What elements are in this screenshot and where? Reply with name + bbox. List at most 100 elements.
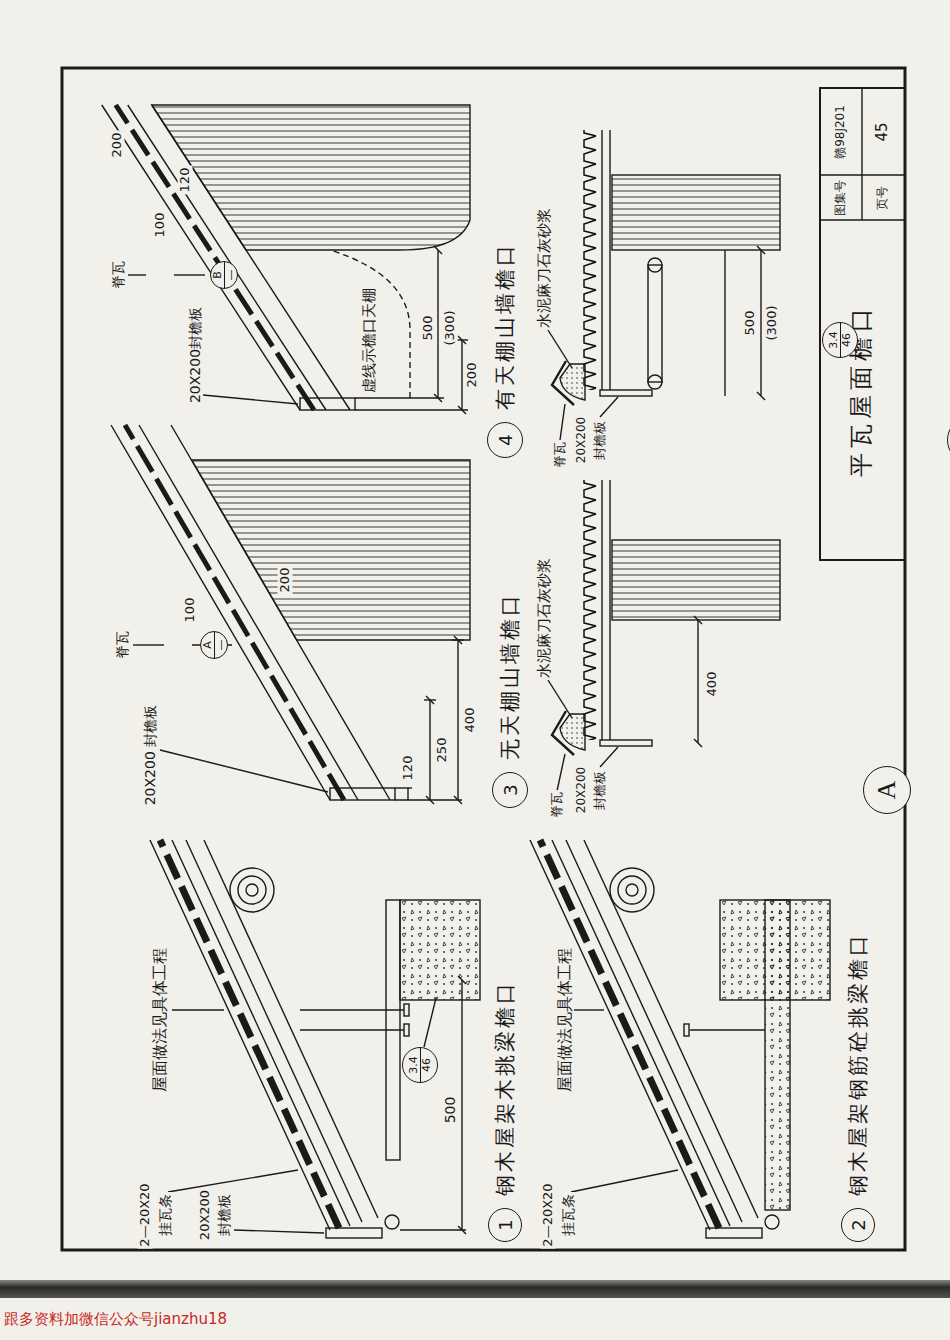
- section-b-drawing-part: [437, 250, 438, 398]
- detail-3-drawing-part: [557, 754, 565, 791]
- watermark-holder: 跟多资料加微信公众号jianzhu18: [4, 1310, 227, 1329]
- drawing-label: 脊瓦: [114, 629, 130, 661]
- detail-1-drawing-part: [400, 900, 480, 1000]
- detail-2-drawing-part: [530, 840, 710, 1230]
- detail-1-drawing-part: [234, 1230, 324, 1233]
- section-b-drawing-part: [128, 274, 146, 275]
- index-text: —: [215, 640, 226, 651]
- detail-1-drawing-part: [385, 1215, 399, 1229]
- section-b-drawing-part: [330, 250, 410, 398]
- drawing-label: 2—20X20: [138, 1181, 153, 1248]
- detail-1-drawing-part: [238, 876, 266, 904]
- detail-2-drawing-part: [706, 1228, 762, 1238]
- detail-2-drawing-part: [610, 868, 654, 912]
- detail-heading: 钢木屋架钢筋砼挑梁檐口: [846, 930, 870, 1198]
- detail-4-drawing-part: [757, 246, 765, 254]
- index-text: 46: [421, 1058, 432, 1072]
- sheet-frame: [62, 68, 905, 1250]
- detail-1-drawing-part: [186, 840, 362, 1222]
- drawing-label: 20X200: [198, 1188, 213, 1242]
- detail-1-drawing-part: [204, 840, 378, 1218]
- section-a-drawing-part: [426, 796, 434, 804]
- drawing-label: 水泥麻刀石灰砂浆: [536, 556, 553, 680]
- detail-1-drawing-part: [461, 980, 462, 1230]
- detail-3-drawing-part: [694, 739, 702, 747]
- drawing-label: 500: [743, 309, 758, 338]
- detail-1-drawing-part: [300, 1029, 404, 1030]
- index-text: —: [225, 270, 236, 281]
- detail-2-drawing-part: [552, 840, 730, 1226]
- drawing-label: 图集号: [834, 178, 848, 218]
- detail-4-drawing-part: [648, 265, 662, 382]
- section-b-drawing-part: [355, 397, 444, 398]
- detail-heading: 钢木屋架木挑梁檐口: [493, 978, 517, 1198]
- drawing-label: 脊瓦: [110, 259, 126, 291]
- detail-4-drawing-part: [600, 397, 618, 417]
- drawing-label: 200: [278, 566, 293, 595]
- detail-1-drawing-part: [230, 868, 274, 912]
- detail-1-drawing-part: [404, 1024, 409, 1036]
- detail-1-drawing-part: [172, 1009, 224, 1010]
- detail-3-drawing-part: [600, 740, 652, 746]
- detail-4-drawing-part: [724, 250, 725, 396]
- detail-number-circle: 1: [488, 1208, 522, 1242]
- detail-4-drawing: [548, 130, 780, 440]
- section-b-drawing: [102, 105, 470, 414]
- index-circle: 3.446: [822, 322, 858, 358]
- section-a-drawing: [111, 425, 470, 804]
- detail-2-drawing-part: [566, 840, 742, 1222]
- section-a-drawing-part: [426, 696, 434, 704]
- section-a-drawing-part: [395, 787, 412, 788]
- title-block-part: [861, 88, 862, 220]
- drawing-label: 挂瓦条: [157, 1192, 173, 1238]
- detail-4-drawing-part: [560, 404, 565, 440]
- detail-4-drawing-part: [552, 361, 574, 405]
- detail-4-drawing-part: [609, 130, 610, 390]
- detail-1-drawing-part: [150, 840, 330, 1230]
- detail-2-drawing-part: [690, 1029, 765, 1030]
- index-text: A: [202, 641, 213, 649]
- section-b-drawing-part: [152, 105, 470, 250]
- detail-1-drawing-part: [400, 1229, 466, 1230]
- drawing-label: 赣98J201: [834, 103, 848, 161]
- section-b-drawing-part: [458, 336, 466, 344]
- detail-2-drawing-part: [540, 840, 719, 1228]
- detail-title: 3 无天棚山墙檐口: [492, 590, 528, 808]
- detail-number-circle: 3: [492, 772, 528, 808]
- section-a-drawing-part: [454, 636, 462, 644]
- drawing-label: 封檐板: [216, 1192, 232, 1238]
- detail-title: 4有天棚山墙檐口: [487, 240, 523, 458]
- detail-3-drawing-part: [600, 747, 618, 767]
- detail-1-drawing-part: [172, 840, 350, 1226]
- section-a-drawing-part: [395, 799, 462, 800]
- detail-heading: 有天棚山墙檐口: [493, 240, 517, 412]
- section-b-drawing-part: [174, 274, 205, 275]
- detail-heading: 无天棚山墙檐口: [498, 590, 522, 762]
- drawing-label: (300): [443, 309, 458, 348]
- drawing-label: 水泥麻刀石灰砂浆: [536, 206, 553, 330]
- detail-2-drawing-part: [720, 900, 830, 1000]
- drawing-label: 400: [705, 670, 720, 699]
- index-text: 3.4: [828, 331, 839, 349]
- detail-3-drawing-part: [694, 616, 702, 624]
- drawing-label: 封檐板: [593, 769, 608, 812]
- view-letter: A: [872, 781, 902, 800]
- detail-4-drawing-part: [648, 258, 662, 272]
- detail-1-drawing: [150, 840, 480, 1238]
- detail-1-drawing-part: [424, 998, 436, 1047]
- drawing-label: 200: [465, 361, 480, 390]
- drawing-label: 100: [153, 211, 168, 240]
- detail-1-drawing-part: [326, 1228, 382, 1238]
- detail-2-drawing-part: [574, 1009, 604, 1010]
- detail-4-drawing-part: [548, 330, 572, 368]
- detail-4-drawing-part: [612, 175, 780, 250]
- section-b-drawing-part: [300, 398, 355, 410]
- drawing-label: 屋面做法见具体工程: [556, 946, 574, 1094]
- watermark: 跟多资料加微信公众号jianzhu18: [4, 1310, 227, 1329]
- drawing-label: (300): [765, 304, 780, 343]
- detail-number: 1: [495, 1219, 516, 1230]
- detail-4-drawing-part: [757, 392, 765, 400]
- drawing-label: 脊瓦: [550, 790, 565, 820]
